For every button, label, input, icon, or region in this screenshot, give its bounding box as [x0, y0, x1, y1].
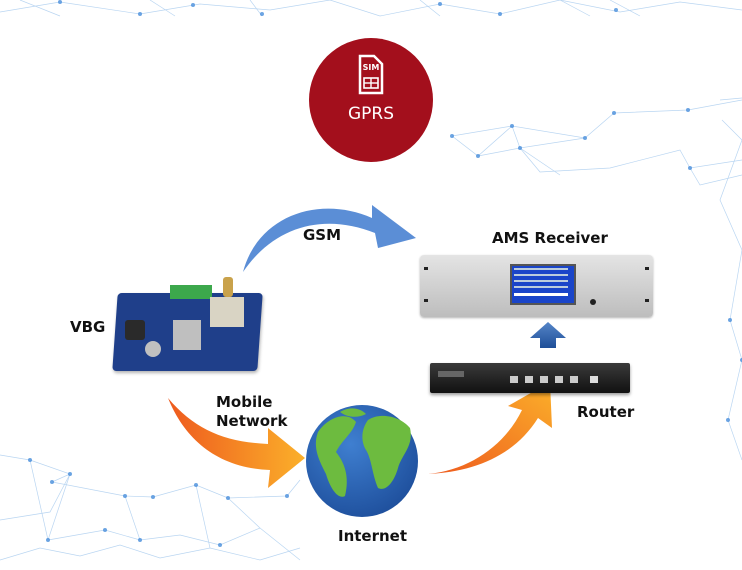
internet-router-arrow — [428, 382, 552, 474]
vbg-label: VBG — [70, 318, 106, 336]
router-label: Router — [577, 403, 635, 421]
sim-label: SIM — [362, 63, 380, 72]
router-receiver-arrow — [530, 322, 566, 348]
mobile-network-arrow — [168, 398, 305, 488]
mobile-label: Mobile — [216, 393, 273, 411]
router-device — [430, 363, 630, 393]
network-label: Network — [216, 412, 288, 430]
gsm-arrow — [243, 205, 416, 272]
gsm-label: GSM — [303, 226, 342, 244]
vbg-device — [112, 277, 265, 380]
ams-receiver-device — [420, 255, 653, 317]
ams-receiver-label: AMS Receiver — [492, 229, 608, 247]
gprs-label: GPRS — [347, 104, 395, 124]
internet-label: Internet — [338, 527, 408, 545]
